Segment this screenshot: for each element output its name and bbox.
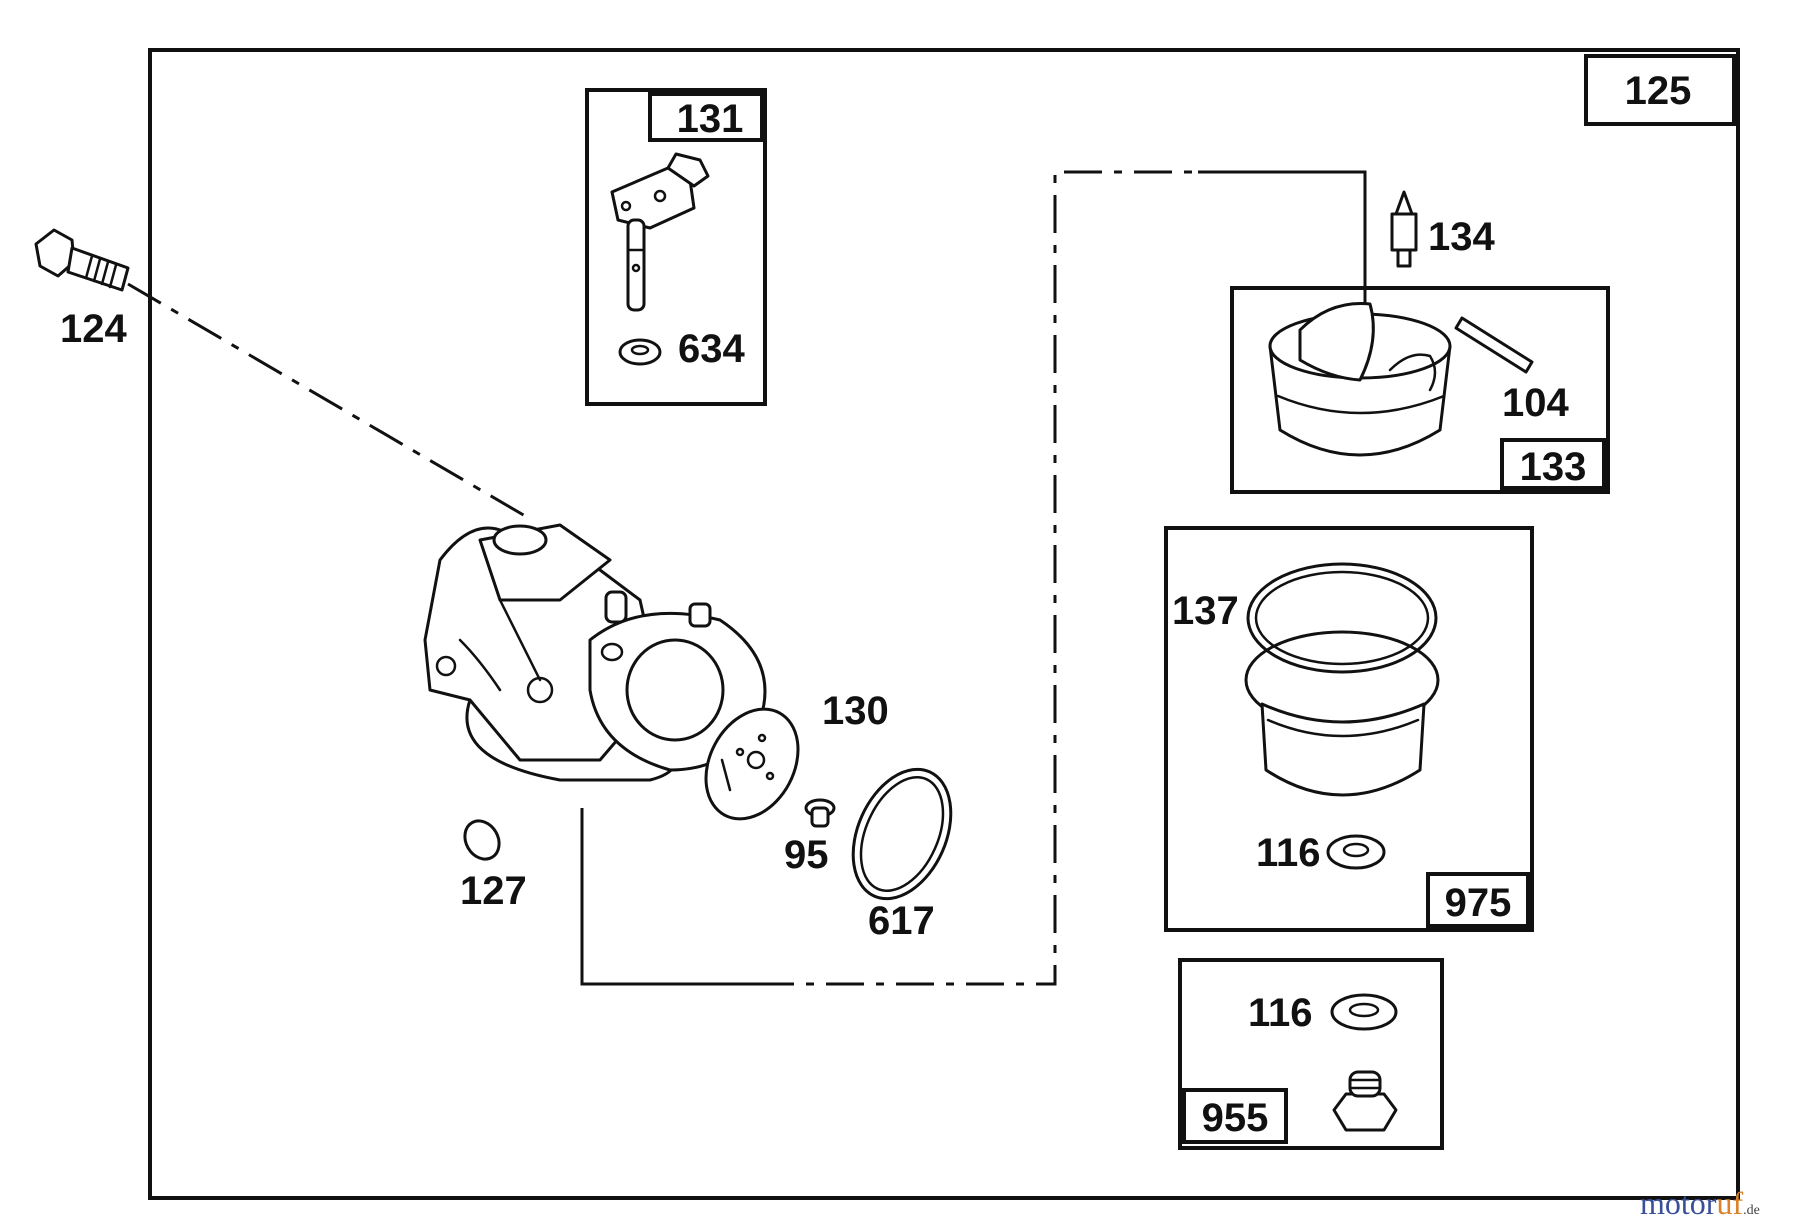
float-part — [1268, 302, 1452, 457]
callout-116-lower[interactable]: 116 — [1248, 991, 1313, 1035]
kit-number-box-133 — [1500, 438, 1606, 490]
kit-number-box-975 — [1426, 872, 1530, 928]
plug-127-part — [463, 819, 501, 861]
kit-box-131 — [585, 88, 767, 406]
bowl-nut-part — [1332, 1070, 1398, 1132]
screw-95-part — [804, 798, 836, 828]
carburetor-body-part — [423, 523, 767, 782]
callout-104[interactable]: 104 — [1502, 381, 1569, 425]
assembly-number[interactable]: 125 — [1625, 69, 1692, 113]
watermark-suffix: .de — [1743, 1203, 1760, 1218]
callout-131[interactable]: 131 — [677, 97, 744, 141]
kit-box-133 — [1230, 286, 1610, 494]
watermark: motoruf.de — [1640, 1185, 1760, 1221]
connector-solid-lower — [580, 808, 756, 986]
washer-116-upper-part — [1326, 834, 1386, 870]
callout-975[interactable]: 975 — [1445, 881, 1512, 925]
seal-634-part — [618, 338, 662, 366]
callout-137[interactable]: 137 — [1172, 589, 1239, 633]
callout-634[interactable]: 634 — [678, 327, 745, 371]
callout-116-upper[interactable]: 116 — [1256, 831, 1321, 875]
callout-134[interactable]: 134 — [1428, 215, 1495, 259]
connector-dashed — [756, 170, 1198, 986]
watermark-part2: uf — [1716, 1185, 1743, 1221]
kit-box-955 — [1178, 958, 1444, 1150]
pin-104-part — [1454, 316, 1534, 374]
diaphragm-130-part — [704, 707, 800, 821]
needle-134-part — [1390, 190, 1418, 268]
float-bowl-part — [1244, 630, 1440, 797]
bolt-leader-line — [127, 282, 533, 522]
kit-number-box-955 — [1182, 1088, 1288, 1144]
bolt-124-part — [34, 228, 130, 292]
assembly-number-box — [1584, 54, 1736, 126]
gasket-617-part — [851, 767, 953, 901]
callout-133[interactable]: 133 — [1520, 445, 1587, 489]
gasket-137-part — [1246, 562, 1438, 674]
throttle-shaft-part — [610, 152, 710, 312]
assembly-frame — [148, 48, 1740, 1200]
watermark-part1: motor — [1640, 1185, 1717, 1221]
callout-955[interactable]: 955 — [1202, 1096, 1269, 1140]
callout-127[interactable]: 127 — [460, 869, 527, 913]
callout-95[interactable]: 95 — [784, 833, 829, 877]
washer-116-lower-part — [1330, 993, 1398, 1031]
callout-617[interactable]: 617 — [868, 899, 935, 943]
kit-box-975 — [1164, 526, 1534, 932]
kit-number-box-131 — [648, 92, 764, 142]
callout-124[interactable]: 124 — [60, 307, 127, 351]
callout-130[interactable]: 130 — [822, 689, 889, 733]
connector-solid-upper — [1198, 170, 1367, 306]
